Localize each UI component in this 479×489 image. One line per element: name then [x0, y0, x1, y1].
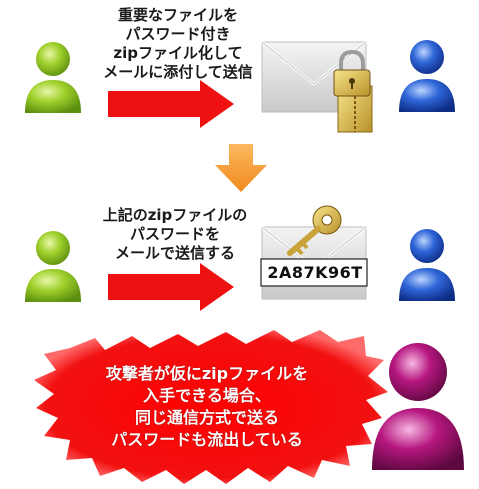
warning-caption: 攻撃者が仮にzipファイルを 入手できる場合、 同じ通信方式で送る パスワードも… [62, 363, 352, 451]
padlock-icon [333, 49, 371, 97]
step2-caption: 上記のzipファイルの パスワードを メールで送信する [70, 206, 280, 263]
step2-line: パスワードを [129, 225, 220, 243]
attacker-person-icon [372, 343, 464, 470]
warning-line: パスワードも流出している [111, 430, 303, 449]
step2-line: メールで送信する [114, 244, 235, 262]
warning-line: 入手できる場合、 [143, 386, 271, 405]
next-step-down-arrow [215, 144, 267, 192]
step1-caption: 重要なファイルを パスワード付き zipファイル化して メールに添付して送信 [78, 6, 278, 82]
sender-person-icon-2 [25, 231, 81, 302]
step2-line: 上記のzipファイルの [102, 206, 248, 224]
warning-line: 同じ通信方式で送る [134, 408, 279, 427]
send-arrow-right [108, 80, 234, 128]
password-text: 2A87K96T [267, 263, 363, 282]
send-arrow-right-2 [108, 263, 234, 311]
key-icon [287, 205, 342, 256]
password-envelope-icon [260, 225, 368, 300]
step1-line: 重要なファイルを [117, 6, 238, 24]
step1-line: メールに添付して送信 [103, 63, 253, 81]
step1-line: パスワード付き [125, 25, 231, 43]
sender-person-icon [25, 42, 81, 113]
warning-line: 攻撃者が仮にzipファイルを [105, 364, 309, 383]
warning-burst [34, 330, 388, 484]
recipient-person-icon-2 [399, 229, 455, 301]
recipient-person-icon [399, 40, 455, 112]
step1-line: zipファイル化して [113, 44, 243, 62]
